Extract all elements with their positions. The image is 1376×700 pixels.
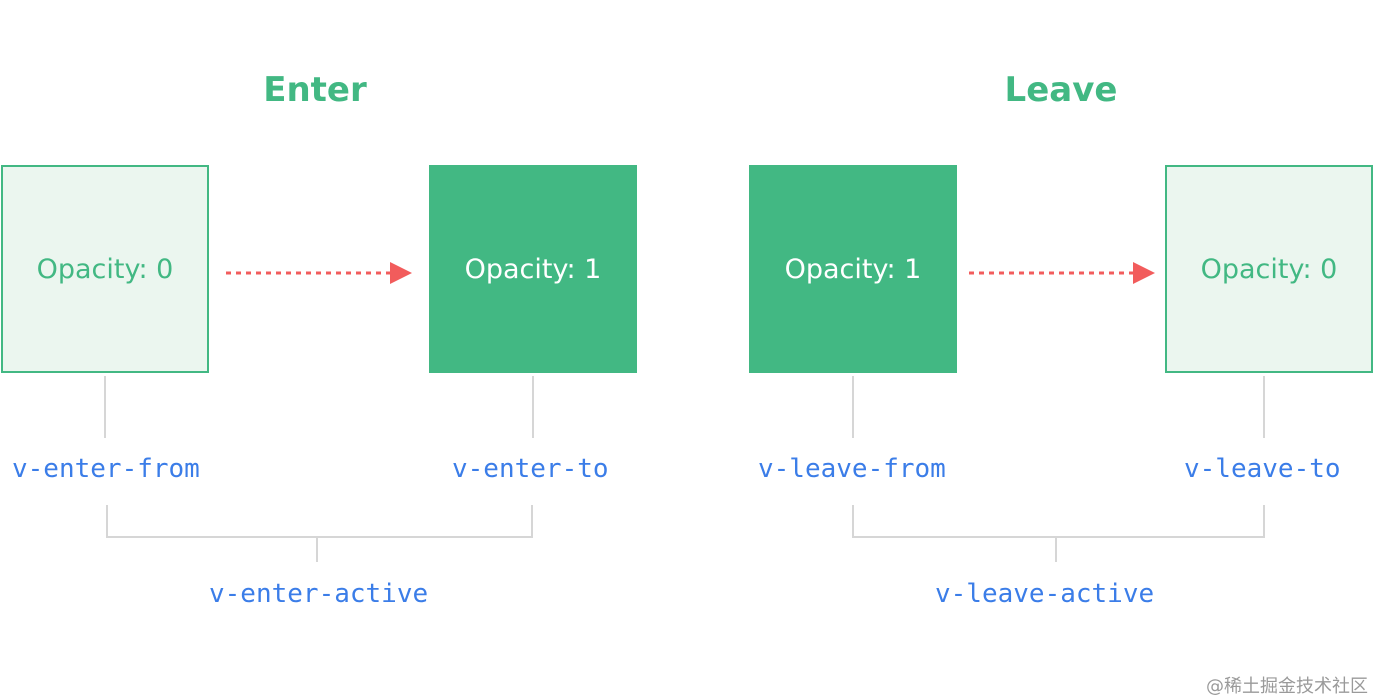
enter-to-connector bbox=[532, 376, 534, 438]
leave-to-class-label: v-leave-to bbox=[1184, 454, 1341, 484]
leave-from-box: Opacity: 1 bbox=[749, 165, 957, 373]
leave-bracket-stem bbox=[1055, 536, 1057, 562]
leave-to-box: Opacity: 0 bbox=[1165, 165, 1373, 373]
enter-from-box: Opacity: 0 bbox=[1, 165, 209, 373]
leave-to-connector bbox=[1263, 376, 1265, 438]
watermark: @稀土掘金技术社区 bbox=[1206, 676, 1368, 697]
leave-transition-arrow bbox=[969, 262, 1155, 284]
enter-from-class-label: v-enter-from bbox=[12, 454, 200, 484]
leave-from-box-label: Opacity: 1 bbox=[784, 253, 922, 285]
leave-from-connector bbox=[852, 376, 854, 438]
enter-from-connector bbox=[104, 376, 106, 438]
enter-from-box-label: Opacity: 0 bbox=[36, 253, 174, 285]
enter-title: Enter bbox=[263, 70, 367, 110]
leave-bracket-left bbox=[852, 505, 854, 538]
leave-arrow-head bbox=[1133, 262, 1155, 284]
enter-transition-arrow bbox=[226, 262, 412, 284]
leave-title: Leave bbox=[1004, 70, 1118, 110]
enter-bracket-stem bbox=[316, 536, 318, 562]
enter-to-box: Opacity: 1 bbox=[429, 165, 637, 373]
leave-bracket-bar bbox=[852, 536, 1265, 538]
enter-bracket-bar bbox=[106, 536, 533, 538]
leave-bracket-right bbox=[1263, 505, 1265, 538]
enter-arrow-head bbox=[390, 262, 412, 284]
enter-to-class-label: v-enter-to bbox=[452, 454, 609, 484]
enter-bracket-right bbox=[531, 505, 533, 538]
enter-active-class-label: v-enter-active bbox=[209, 579, 429, 609]
leave-to-box-label: Opacity: 0 bbox=[1200, 253, 1338, 285]
leave-from-class-label: v-leave-from bbox=[758, 454, 946, 484]
leave-active-class-label: v-leave-active bbox=[935, 579, 1155, 609]
enter-to-box-label: Opacity: 1 bbox=[464, 253, 602, 285]
enter-bracket-left bbox=[106, 505, 108, 538]
